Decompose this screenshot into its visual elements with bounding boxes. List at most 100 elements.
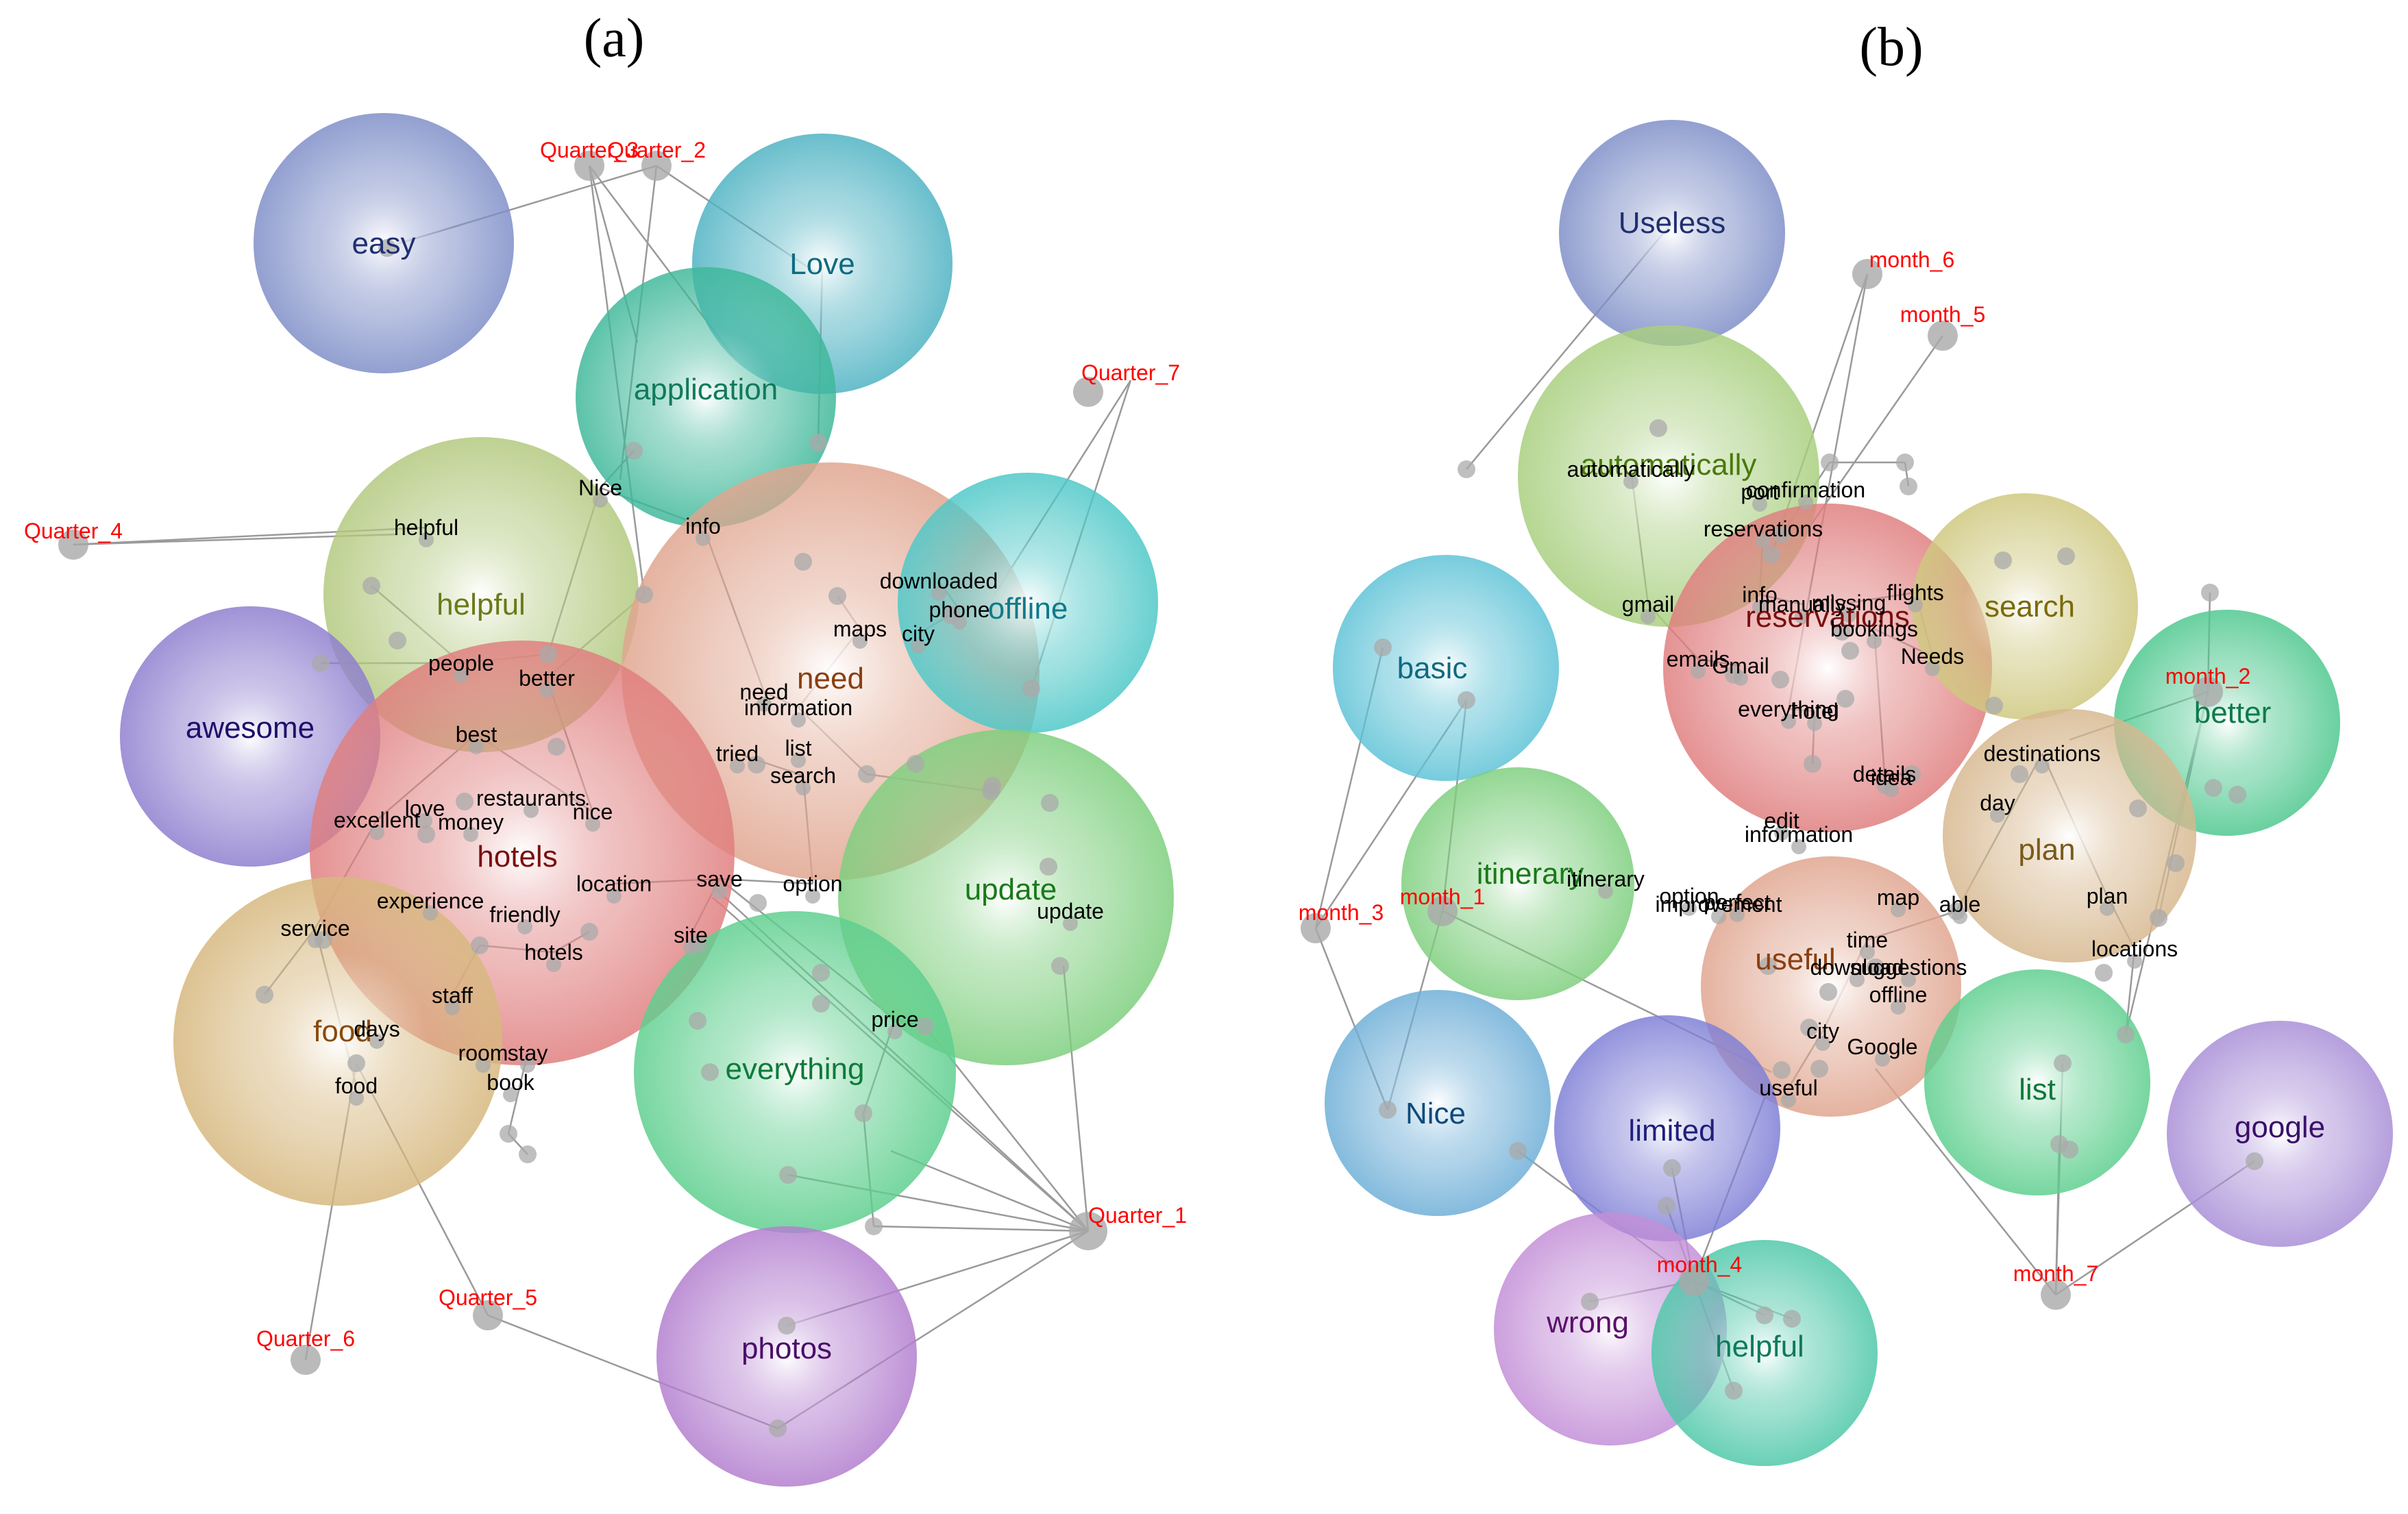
cluster-label-a-offline: offline xyxy=(988,592,1068,625)
node-b-13 xyxy=(1903,765,1921,783)
node-a-20 xyxy=(865,1217,883,1235)
time-node-a-6 xyxy=(1073,377,1103,407)
word-a-experience: experience xyxy=(377,889,484,913)
node-b-46 xyxy=(1759,957,1777,975)
cluster-label-b-useful: useful xyxy=(1755,943,1835,976)
word-b-emails: emails xyxy=(1667,647,1730,671)
time-node-a-4 xyxy=(473,1300,503,1330)
time-node-a-5 xyxy=(291,1345,321,1375)
cluster-label-b-limited: limited xyxy=(1628,1114,1715,1147)
word-b-download: download xyxy=(1810,955,1904,980)
node-b-20 xyxy=(2129,799,2147,817)
word-a-days: days xyxy=(354,1017,400,1041)
word-node-a-14 xyxy=(796,780,811,795)
word-node-a-25 xyxy=(1063,916,1078,931)
node-a-27 xyxy=(519,1145,537,1163)
node-a-13 xyxy=(1041,794,1059,812)
node-b-36 xyxy=(1374,638,1392,656)
word-node-a-18 xyxy=(369,825,384,840)
cluster-bubble-a-application xyxy=(576,267,836,528)
word-node-b-14 xyxy=(1807,716,1822,731)
word-node-b-2 xyxy=(1752,497,1767,512)
cluster-bubble-b-list xyxy=(1924,969,2150,1195)
node-a-6 xyxy=(539,645,557,663)
word-node-a-29 xyxy=(445,1000,460,1015)
node-b-39 xyxy=(1509,1142,1527,1160)
node-a-22 xyxy=(778,1317,796,1335)
word-node-a-28 xyxy=(683,940,698,955)
time-label-quarter-2: Quarter_2 xyxy=(607,138,706,162)
cluster-label-b-helpful: helpful xyxy=(1715,1330,1804,1363)
node-b-4 xyxy=(1900,477,1917,495)
cluster-label-b-wrong: wrong xyxy=(1546,1306,1629,1339)
word-a-need: need xyxy=(739,680,788,704)
word-node-b-6 xyxy=(1795,609,1810,624)
node-a-0 xyxy=(378,239,396,257)
node-b-7 xyxy=(1833,623,1851,641)
node-b-21 xyxy=(2150,909,2167,927)
word-a-nice: nice xyxy=(573,799,613,824)
word-a-phone: phone xyxy=(929,597,990,622)
word-node-b-16 xyxy=(1884,782,1899,797)
time-node-b-5 xyxy=(1852,259,1882,289)
cluster-label-b-basic: basic xyxy=(1397,651,1468,685)
cluster-label-b-plan: plan xyxy=(2018,833,2075,867)
word-a-tried: tried xyxy=(716,741,759,766)
word-a-maps: maps xyxy=(833,617,887,641)
time-label-quarter-4: Quarter_4 xyxy=(24,519,123,543)
time-node-b-0 xyxy=(1427,896,1458,926)
cluster-label-a-easy: easy xyxy=(352,227,416,260)
node-a-40 xyxy=(580,923,598,941)
cluster-bubble-b-itinerary xyxy=(1401,767,1634,1000)
cluster-bubble-a-everything xyxy=(634,911,956,1233)
node-a-32 xyxy=(858,765,876,783)
node-a-28 xyxy=(417,826,435,843)
cluster-label-b-better: better xyxy=(2194,696,2272,730)
word-a-staff: staff xyxy=(432,983,473,1008)
edge-a-2 xyxy=(873,1225,1089,1232)
node-b-8 xyxy=(1841,642,1859,660)
time-node-a-1 xyxy=(641,151,672,181)
word-node-a-24 xyxy=(606,889,622,904)
node-b-24 xyxy=(2117,1026,2135,1043)
word-node-b-12 xyxy=(1925,661,1940,676)
word-node-b-19 xyxy=(1791,839,1806,854)
node-b-32 xyxy=(1819,983,1837,1001)
cluster-label-a-helpful: helpful xyxy=(437,588,526,621)
node-a-14 xyxy=(1040,858,1057,876)
word-b-automatically: automatically xyxy=(1567,457,1695,482)
word-b-flights: flights xyxy=(1887,580,1944,605)
word-node-a-11 xyxy=(469,739,484,754)
word-b-time: time xyxy=(1847,928,1888,952)
word-a-better: better xyxy=(519,666,575,691)
node-b-19 xyxy=(2011,765,2028,783)
cluster-bubble-b-search xyxy=(1912,493,2138,719)
word-a-room: room xyxy=(458,1041,508,1065)
time-node-a-2 xyxy=(574,151,604,181)
word-node-a-33 xyxy=(520,1058,535,1073)
word-node-a-34 xyxy=(349,1091,364,1106)
cluster-label-a-love: Love xyxy=(789,247,855,281)
word-node-a-17 xyxy=(585,817,600,832)
time-node-b-2 xyxy=(1301,913,1331,943)
node-b-42 xyxy=(1725,1382,1743,1400)
word-node-b-5 xyxy=(1752,599,1767,615)
node-b-0 xyxy=(1458,460,1475,478)
cluster-bubble-a-awesome xyxy=(120,606,380,867)
cluster-label-b-nice: Nice xyxy=(1405,1097,1466,1130)
word-b-port: port xyxy=(1741,480,1778,504)
word-b-confirmation: confirmation xyxy=(1746,477,1865,502)
node-a-23 xyxy=(256,986,273,1004)
word-a-info: info xyxy=(685,514,721,538)
word-node-b-1 xyxy=(1798,495,1813,510)
node-b-28 xyxy=(2061,1141,2078,1158)
cluster-label-a-application: application xyxy=(634,373,778,406)
word-node-b-24 xyxy=(1711,909,1726,924)
node-a-25 xyxy=(347,1054,365,1072)
node-a-26 xyxy=(500,1125,517,1143)
word-node-b-27 xyxy=(2100,901,2115,916)
node-b-10 xyxy=(1771,671,1789,688)
node-a-15 xyxy=(1051,957,1069,975)
node-a-21 xyxy=(769,1419,787,1437)
